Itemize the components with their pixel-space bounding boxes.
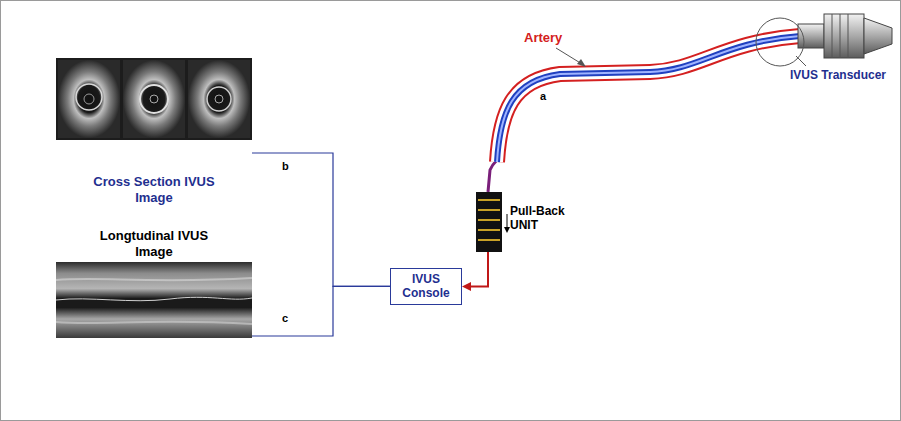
pullback-unit: Pull-Back UNIT — [474, 190, 584, 252]
callout-letter: c — [282, 312, 288, 325]
transducer-device — [756, 14, 892, 66]
arrow-head — [462, 282, 471, 291]
connector-line — [252, 153, 390, 286]
pullback-device — [476, 192, 510, 252]
part-label: IVUS Transducer — [790, 68, 886, 82]
image-caption-box: Longtudinal IVUS Image — [56, 228, 252, 338]
callout-letter: b — [282, 160, 289, 173]
connector-line — [469, 252, 488, 286]
callout-letter: a — [540, 90, 546, 103]
connector-line — [252, 286, 390, 336]
connector — [462, 252, 488, 291]
node-text: Cross Section IVUS Image — [79, 174, 229, 205]
image-caption-box: Cross Section IVUS Image — [56, 56, 252, 216]
longitudinal-image — [56, 262, 252, 338]
node-text: Longtudinal IVUS Image — [94, 228, 214, 259]
artery — [497, 36, 800, 162]
cross-section-images — [56, 58, 252, 140]
node-text: IVUS Console — [397, 272, 455, 301]
part-label: Artery — [524, 30, 562, 46]
node-text: Pull-Back UNIT — [510, 204, 574, 233]
connector — [252, 286, 390, 336]
connector — [252, 153, 390, 286]
console-box: IVUS Console — [390, 268, 462, 305]
